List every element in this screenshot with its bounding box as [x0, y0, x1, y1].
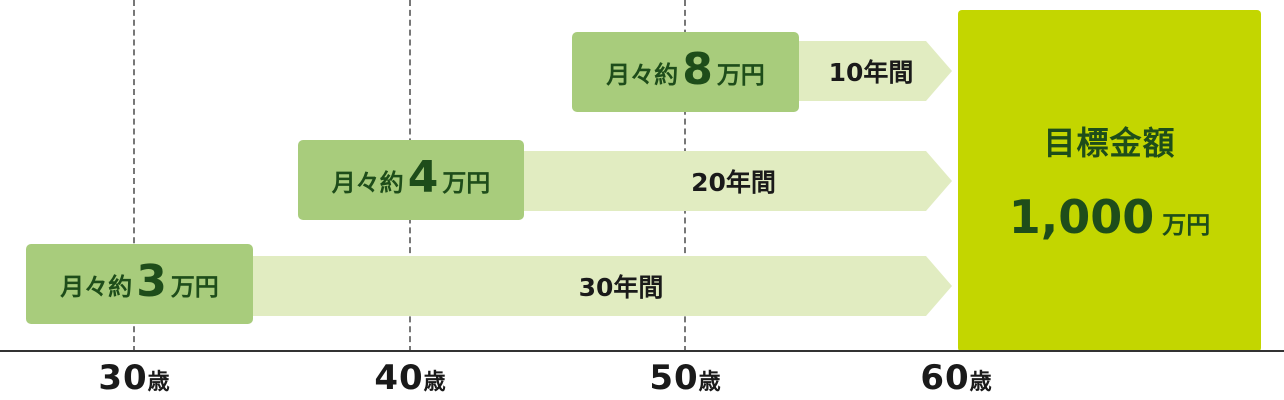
goal-value: 1,000 [1008, 190, 1155, 244]
duration-arrow-30-years: 30年間 [250, 256, 952, 316]
monthly-amount: 8 [682, 43, 713, 95]
timeline-axis [0, 350, 1284, 352]
duration-arrow-10-years: 10年間 [790, 41, 952, 101]
duration-label: 20年間 [691, 168, 776, 197]
monthly-prefix: 月々約 [331, 168, 404, 197]
monthly-unit: 万円 [716, 60, 765, 89]
age-label-30: 30歳 [74, 358, 194, 398]
age-number: 50 [649, 358, 699, 398]
monthly-amount-box-4: 月々約 4 万円 [298, 140, 524, 220]
age-number: 30 [98, 358, 148, 398]
monthly-amount: 4 [407, 151, 439, 203]
goal-unit: 万円 [1162, 211, 1211, 239]
monthly-amount: 3 [136, 255, 167, 307]
age-number: 60 [920, 358, 970, 398]
age-gridline-30 [133, 0, 135, 352]
age-label-40: 40歳 [350, 358, 470, 398]
age-label-60: 60歳 [896, 358, 1016, 398]
monthly-prefix: 月々約 [606, 60, 679, 89]
monthly-unit: 万円 [442, 168, 491, 197]
goal-label: 目標金額 [1043, 124, 1176, 162]
monthly-amount-box-8: 月々約 8 万円 [572, 32, 799, 112]
duration-label: 30年間 [578, 273, 664, 302]
duration-arrow-20-years: 20年間 [515, 151, 952, 211]
age-unit: 歳 [423, 370, 446, 395]
monthly-prefix: 月々約 [60, 272, 133, 301]
age-unit: 歳 [969, 370, 992, 395]
duration-label: 10年間 [828, 58, 914, 87]
age-label-50: 50歳 [625, 358, 745, 398]
age-unit: 歳 [698, 370, 721, 395]
monthly-amount-box-3: 月々約 3 万円 [26, 244, 253, 324]
age-number: 40 [374, 358, 424, 398]
monthly-unit: 万円 [170, 272, 219, 301]
age-unit: 歳 [147, 370, 170, 395]
